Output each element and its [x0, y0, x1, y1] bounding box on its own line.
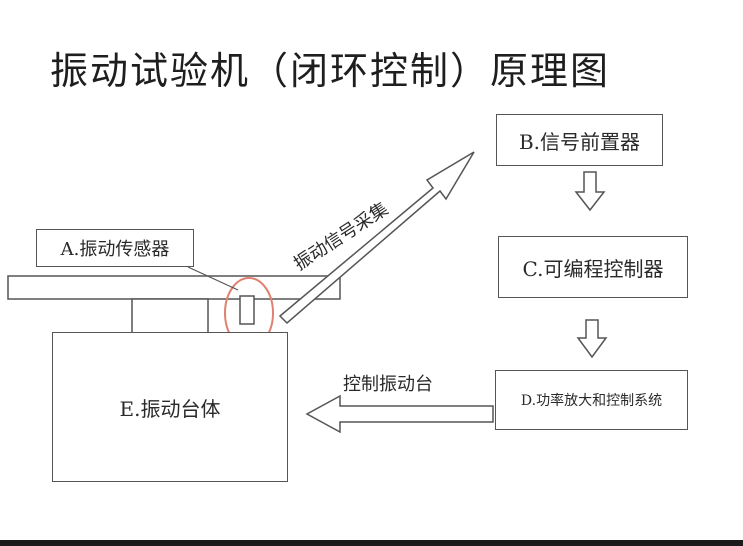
signal-acquisition-arrow: [278, 151, 475, 325]
node-label: A.振动传感器: [60, 239, 170, 260]
node-label: B.信号前置器: [518, 129, 641, 154]
arrow-b-to-c: [574, 171, 606, 212]
node-vibration-table-body: E.振动台体: [52, 332, 288, 482]
edge-label-control-table: 控制振动台: [343, 374, 433, 395]
control-arrow-d-to-e: [305, 394, 494, 434]
node-plc-controller: C.可编程控制器: [498, 236, 688, 298]
node-signal-preconditioner: B.信号前置器: [496, 114, 663, 166]
node-power-amplifier-control: D.功率放大和控制系统: [495, 370, 688, 430]
platform-connector: [131, 298, 209, 334]
node-label: C.可编程控制器: [522, 256, 664, 281]
sensor-element: [239, 295, 255, 325]
diagram-title: 振动试验机（闭环控制）原理图: [50, 49, 611, 93]
node-vibration-sensor: A.振动传感器: [36, 229, 194, 267]
node-label: E.振动台体: [119, 396, 221, 421]
node-label: D.功率放大和控制系统: [520, 393, 663, 409]
bottom-border: [0, 540, 743, 546]
platform-plate: [7, 275, 341, 300]
arrow-c-to-d: [576, 319, 608, 359]
sensor-leader-line: [187, 266, 239, 291]
